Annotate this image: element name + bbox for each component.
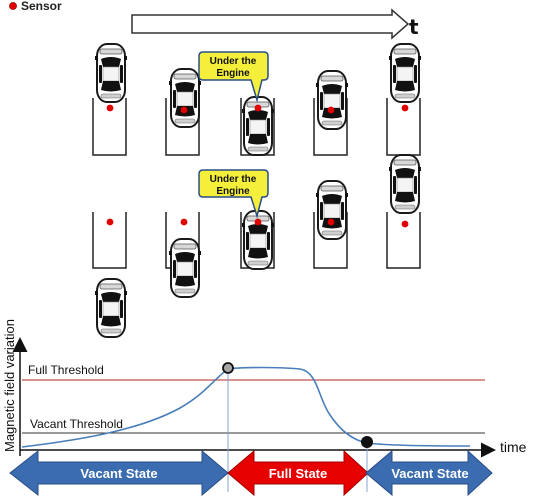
sensor-icon (401, 104, 409, 112)
car-icon (388, 43, 422, 103)
callout-under-engine-top: Under the Engine (198, 51, 269, 103)
vacant-threshold-label: Vacant Threshold (30, 417, 123, 431)
vacant-threshold-crossing-marker (361, 436, 373, 448)
timeline-label: t (409, 15, 419, 39)
parking-slot (165, 98, 200, 156)
vacant-state-label-left: Vacant State (80, 466, 157, 481)
callout-line2: Engine (216, 186, 250, 197)
sensor-icon (106, 218, 114, 226)
sensor-icon (254, 104, 262, 112)
sensor-icon (180, 106, 188, 114)
sensors-row-middle (106, 218, 409, 228)
car-icon (315, 180, 349, 240)
y-axis-label: Magnetic field variation (2, 319, 17, 452)
timeline-arrow: t (131, 8, 419, 40)
sensor-icon (327, 218, 335, 226)
sensor-legend-label: Sensor (21, 0, 62, 13)
parking-slot (386, 212, 421, 269)
callout-bubble (198, 51, 269, 103)
car-icon (94, 43, 128, 103)
sensor-icon (180, 218, 188, 226)
car-icon (388, 154, 422, 214)
car-icon (168, 68, 202, 128)
car-icon (168, 238, 202, 298)
callout-bubble (198, 169, 269, 219)
sensor-icon (327, 106, 335, 114)
full-threshold-crossing-marker (222, 362, 234, 374)
car-icon (94, 278, 128, 338)
full-state-label: Full State (269, 466, 328, 481)
full-threshold-label: Full Threshold (28, 363, 104, 377)
callout-line2: Engine (216, 68, 250, 79)
magnetic-field-graph: Magnetic field variation time Full Thres… (2, 319, 527, 492)
callout-line1: Under the (210, 56, 257, 67)
parking-slot (313, 98, 348, 156)
sensor-legend: Sensor (9, 0, 62, 13)
vacant-state-arrow-right (365, 449, 493, 497)
sensor-legend-dot-icon (9, 2, 17, 10)
car-icon (315, 70, 349, 130)
sensor-icon (401, 220, 409, 228)
parking-slot (92, 98, 127, 156)
sensors-row-top (106, 104, 409, 114)
sensor-icon (254, 218, 262, 226)
state-arrows: Vacant State Full State Vacant State (9, 449, 493, 497)
sensor-icon (106, 104, 114, 112)
callout-line1: Under the (210, 174, 257, 185)
vacant-state-label-right: Vacant State (391, 466, 468, 481)
timeline-arrow-shape (131, 8, 410, 40)
parking-slot (92, 212, 127, 269)
callout-under-engine-middle: Under the Engine (198, 169, 269, 219)
parking-slot (313, 212, 348, 269)
x-axis-label: time (500, 439, 527, 455)
